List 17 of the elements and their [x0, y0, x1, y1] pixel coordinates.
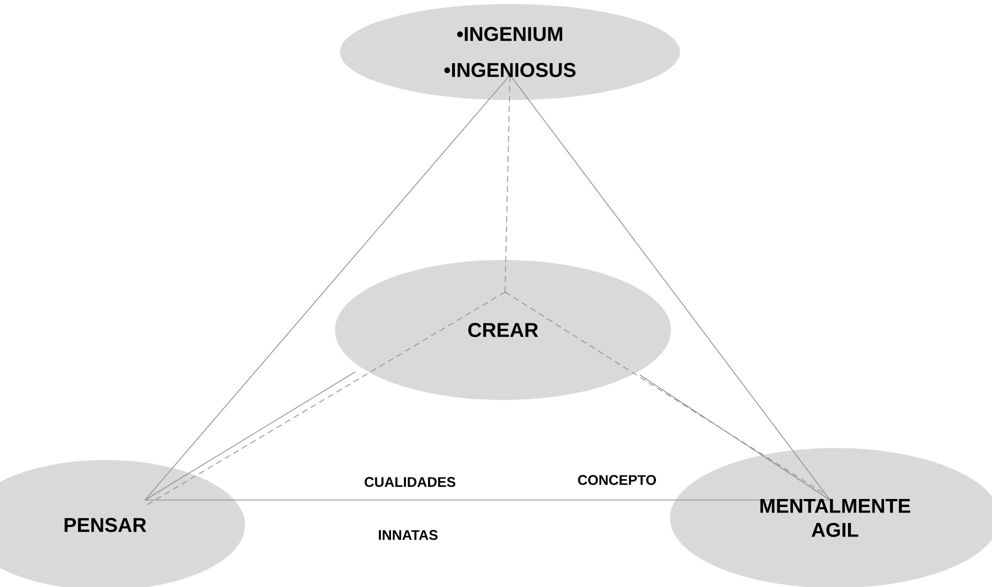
label-text: INNATAS — [378, 530, 438, 540]
node-text: MENTALMENTE AGIL — [760, 499, 910, 537]
node-text: •INGENIUM — [457, 26, 562, 42]
connector-line — [144, 372, 356, 500]
node-text: •INGENIOSUS — [444, 62, 576, 78]
connector-line — [504, 292, 826, 494]
connector-line — [510, 74, 830, 500]
connector-line — [144, 292, 506, 506]
node-text: CREAR — [468, 322, 538, 338]
ellipse — [340, 4, 680, 100]
label-text: CUALIDADES — [364, 477, 456, 487]
connector-line — [144, 74, 510, 500]
connector-line — [640, 374, 830, 500]
ellipse — [335, 260, 671, 400]
node-text: PENSAR — [64, 518, 146, 532]
label-text: CONCEPTO — [578, 475, 656, 485]
connector-line — [504, 74, 510, 292]
